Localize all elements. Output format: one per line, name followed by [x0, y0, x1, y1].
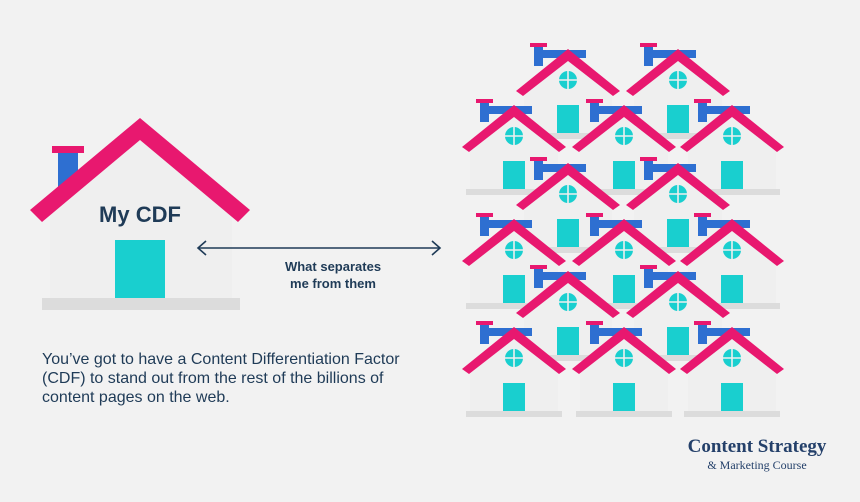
- main-house-roof: [30, 118, 250, 222]
- main-house: My CDF: [30, 118, 250, 310]
- main-house-door: [115, 240, 165, 300]
- connector-caption: What separates me from them: [283, 258, 383, 292]
- main-house-label: My CDF: [99, 202, 181, 227]
- connector-caption-line2: me from them: [290, 276, 376, 291]
- brand-logo: Content Strategy & Marketing Course: [672, 436, 842, 472]
- main-house-base: [42, 298, 240, 310]
- double-arrow-icon: [196, 240, 442, 256]
- house-cluster: [461, 42, 785, 418]
- main-chimney-cap: [52, 146, 84, 153]
- brand-subtitle: & Marketing Course: [707, 458, 807, 472]
- description-text: You’ve got to have a Content Differentia…: [42, 351, 400, 406]
- brand-title: Content Strategy: [687, 436, 827, 457]
- connector-caption-line1: What separates: [284, 259, 382, 274]
